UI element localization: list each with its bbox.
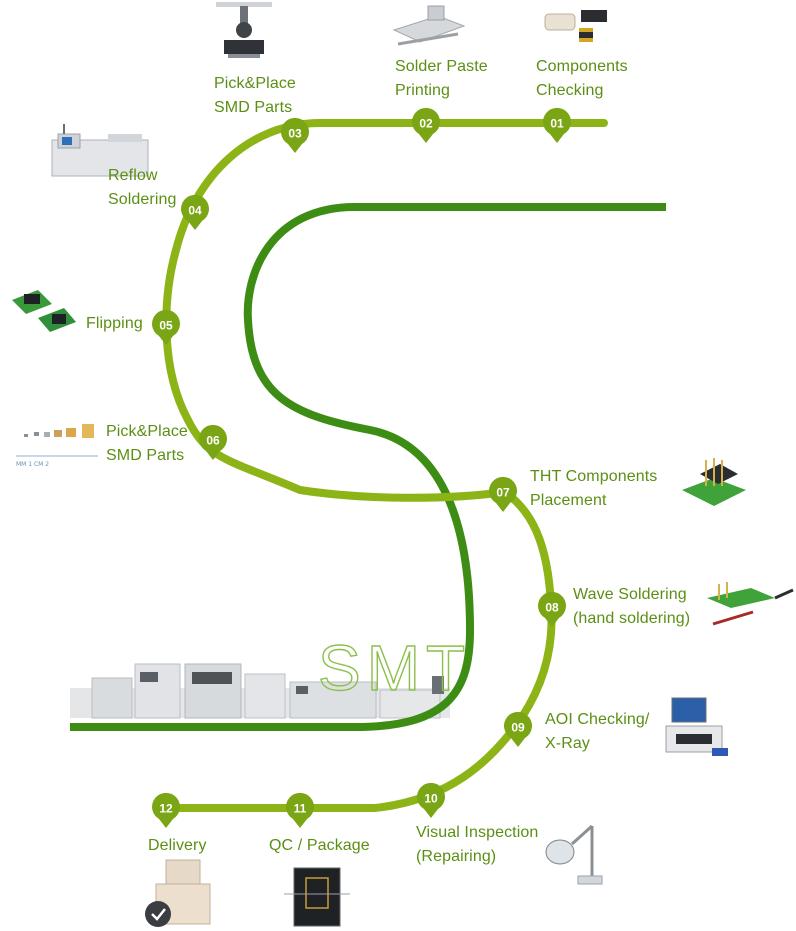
step-number: 07	[496, 486, 510, 500]
step-marker-01: 01	[543, 107, 572, 143]
marker-pin-icon	[417, 782, 446, 818]
step-number: 09	[511, 721, 525, 735]
marker-pin-icon	[281, 117, 310, 153]
step-marker-03: 03	[281, 117, 310, 153]
inner-track	[70, 203, 666, 731]
aoi-machine-icon	[665, 697, 728, 756]
smt-production-line-icon	[70, 663, 450, 719]
step-10-label: Visual Inspection(Repairing)	[416, 824, 539, 865]
marker-pin-icon	[412, 107, 441, 143]
step-number: 05	[159, 319, 173, 333]
marker-pin-icon	[286, 792, 314, 828]
step-number: 08	[545, 601, 559, 615]
step-number: 02	[419, 117, 433, 131]
step-12-label: Delivery	[148, 837, 207, 854]
step-marker-10: 10	[417, 782, 446, 818]
step-marker-04: 04	[181, 194, 210, 230]
marker-pin-icon	[489, 476, 517, 512]
step-08-label: Wave Soldering(hand soldering)	[573, 586, 691, 627]
step-marker-05: 05	[152, 309, 181, 345]
marker-pin-icon	[199, 424, 228, 460]
step-marker-11: 11	[286, 792, 314, 828]
step-11-label: QC / Package	[269, 837, 370, 854]
components-chip-icon	[544, 10, 607, 42]
flipped-boards-icon	[12, 290, 76, 332]
smd-parts-ruler-icon: MM 1 CM 2	[16, 424, 98, 468]
step-marker-12: 12	[152, 792, 180, 828]
step-number: 03	[288, 127, 302, 141]
step-09-label: AOI Checking/X-Ray	[545, 711, 650, 752]
step-number: 11	[294, 802, 307, 816]
step-marker-07: 07	[489, 476, 517, 512]
reflow-oven-icon	[51, 124, 149, 177]
stencil-printer-icon	[392, 5, 466, 46]
step-05-label: Flipping	[86, 315, 143, 332]
marker-pin-icon	[152, 309, 181, 345]
pick-place-head-icon	[216, 2, 272, 58]
step-number: 12	[159, 802, 173, 816]
smt-watermark: SMT	[318, 632, 471, 704]
step-number: 10	[424, 792, 438, 806]
qc-board-icon	[284, 867, 350, 927]
marker-pin-icon	[181, 194, 210, 230]
step-number: 01	[550, 117, 564, 131]
marker-pin-icon	[543, 107, 572, 143]
marker-pin-icon	[152, 792, 180, 828]
step-marker-02: 02	[412, 107, 441, 143]
step-number: 06	[206, 434, 220, 448]
soldering-iron-icon	[707, 582, 794, 626]
delivery-boxes-icon	[145, 859, 211, 927]
svg-text:MM 1 CM 2: MM 1 CM 2	[16, 461, 49, 468]
step-marker-06: 06	[199, 424, 228, 460]
pin-header-icon	[682, 458, 746, 506]
step-number: 04	[188, 204, 202, 218]
step-marker-09: 09	[504, 711, 532, 747]
magnifier-lamp-icon	[545, 824, 603, 885]
marker-pin-icon	[504, 711, 532, 747]
step-marker-08: 08	[538, 591, 567, 627]
marker-pin-icon	[538, 591, 567, 627]
